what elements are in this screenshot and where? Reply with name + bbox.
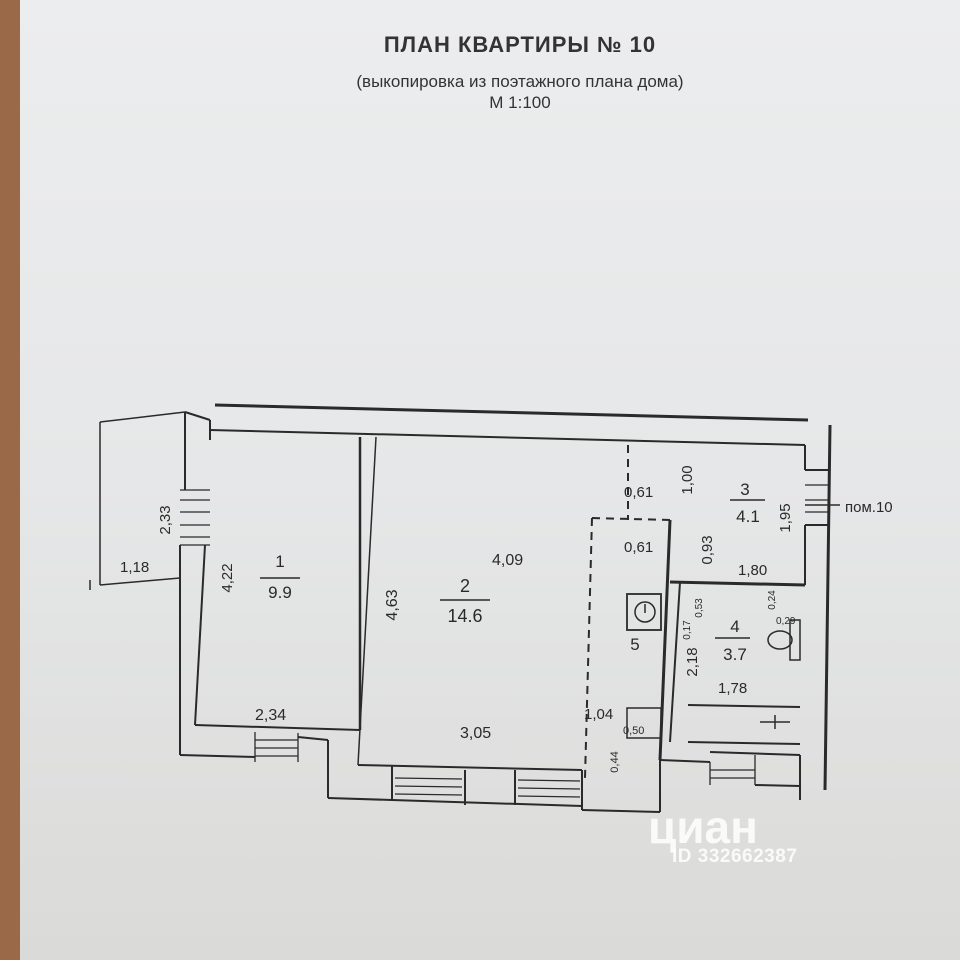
dim-room4-height: 2,18 xyxy=(684,647,701,676)
room-3-area: 4.1 xyxy=(736,507,760,526)
room-4-area: 3.7 xyxy=(723,645,747,664)
neighbor-label: пом.10 xyxy=(845,499,893,516)
sink-icon xyxy=(626,707,662,739)
dim-room1-height: 4,22 xyxy=(219,563,236,592)
inner-top-wall xyxy=(209,429,806,446)
room-2-area: 14.6 xyxy=(447,606,482,626)
toilet-icon xyxy=(767,630,793,650)
kitchen-dashed-line xyxy=(584,517,593,779)
room-2-number: 2 xyxy=(460,576,470,596)
room-4-number: 4 xyxy=(730,617,739,636)
stove-icon xyxy=(626,593,662,631)
dim-room2-top: 4,09 xyxy=(492,552,523,569)
room-3-number: 3 xyxy=(740,480,749,499)
plan-scale: М 1:100 xyxy=(489,93,551,112)
watermark-logo: циан xyxy=(648,801,758,853)
dim-kitchen-a: 0,61 xyxy=(624,484,653,501)
dim-kitchen-d: 0,50 xyxy=(623,725,644,737)
dim-kitchen-b: 0,61 xyxy=(624,539,653,556)
balcony-outline xyxy=(99,411,186,423)
room-1-number: 1 xyxy=(275,552,284,571)
dim-balcony-height: 2,33 xyxy=(157,505,174,534)
dim-room4-b: 0,17 xyxy=(682,620,693,640)
watermark-id: ID 332662387 xyxy=(672,846,798,867)
dim-balcony-width: 1,18 xyxy=(120,559,149,576)
dim-room2-bottom: 3,05 xyxy=(460,725,491,742)
plan-subtitle: (выкопировка из поэтажного плана дома) xyxy=(356,72,684,91)
dim-room4-c: 0,24 xyxy=(767,590,778,610)
dim-room1-width: 2,34 xyxy=(255,707,286,724)
dim-room4-a: 0,53 xyxy=(694,598,705,618)
right-wall xyxy=(823,424,832,791)
room-5-number: 5 xyxy=(630,635,639,654)
dim-room3-width: 1,80 xyxy=(738,562,767,579)
plan-title: ПЛАН КВАРТИРЫ № 10 xyxy=(383,32,657,57)
dim-room4-d: 0,29 xyxy=(776,616,796,627)
dim-kitchen-c: 1,04 xyxy=(584,706,613,723)
dim-room2-height: 4,63 xyxy=(384,589,401,620)
dim-room3-v3: 1,95 xyxy=(777,503,794,532)
room-1-area: 9.9 xyxy=(268,583,292,602)
top-wall-line xyxy=(214,403,809,422)
dim-room4-width: 1,78 xyxy=(718,680,747,697)
dim-kitchen-e: 0,44 xyxy=(609,751,621,772)
dim-room3-v1: 1,00 xyxy=(679,465,696,494)
paper-sheet xyxy=(20,0,960,960)
dim-room3-v2: 0,93 xyxy=(699,535,716,564)
